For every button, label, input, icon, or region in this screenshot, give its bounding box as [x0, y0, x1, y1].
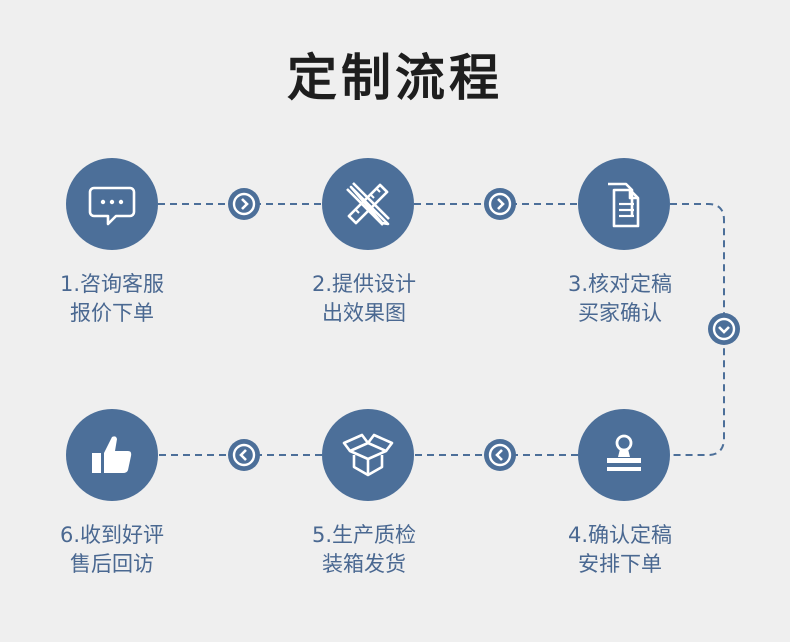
step-5-title: 5.生产质检: [311, 523, 417, 547]
step-4-circle: [578, 409, 670, 501]
step-3-circle: [578, 158, 670, 250]
arrow-right-icon: [484, 188, 516, 220]
thumbs-up-icon: [92, 436, 132, 473]
step-6-circle: [66, 409, 158, 501]
step-2-title: 2.提供设计: [311, 272, 417, 296]
step-2-label: 2.提供设计 出效果图: [264, 270, 464, 328]
arrow-down-icon: [708, 313, 740, 345]
step-1-subtitle: 报价下单: [70, 301, 154, 325]
step-2-circle: [322, 158, 414, 250]
step-3-label: 3.核对定稿 买家确认: [520, 270, 720, 328]
step-6-title: 6.收到好评: [59, 523, 165, 547]
step-4-label: 4.确认定稿 安排下单: [520, 521, 720, 579]
step-6-subtitle: 售后回访: [70, 552, 154, 576]
arrow-left-icon: [484, 439, 516, 471]
page-title: 定制流程: [287, 49, 503, 107]
pencil-ruler-icon: [346, 182, 390, 226]
step-2-subtitle: 出效果图: [322, 301, 406, 325]
step-1-title: 1.咨询客服: [59, 272, 165, 296]
documents-icon: [608, 182, 640, 228]
step-1-circle: [66, 158, 158, 250]
box-icon: [342, 433, 394, 477]
chat-bubble-icon: [88, 186, 136, 226]
arrow-left-icon: [228, 439, 260, 471]
step-6-label: 6.收到好评 售后回访: [12, 521, 212, 579]
stamp-icon: [607, 434, 641, 471]
step-1-label: 1.咨询客服 报价下单: [12, 270, 212, 328]
step-3-subtitle: 买家确认: [578, 301, 662, 325]
step-3-title: 3.核对定稿: [567, 272, 673, 296]
arrow-right-icon: [228, 188, 260, 220]
step-4-subtitle: 安排下单: [578, 552, 662, 576]
step-5-subtitle: 装箱发货: [322, 552, 406, 576]
step-4-title: 4.确认定稿: [567, 523, 673, 547]
step-5-label: 5.生产质检 装箱发货: [264, 521, 464, 579]
step-5-circle: [322, 409, 414, 501]
